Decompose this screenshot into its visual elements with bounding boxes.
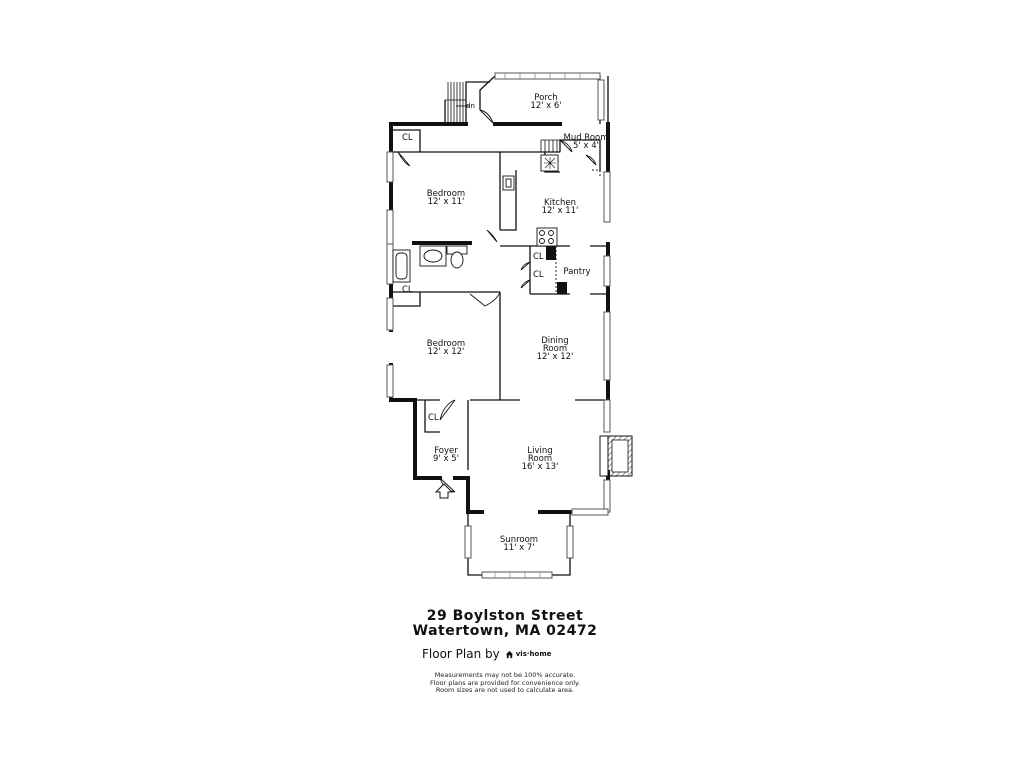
disclaimer-line-3: Room sizes are not used to calculate are…	[435, 686, 575, 694]
chimney-blocks	[546, 246, 567, 294]
room-bedroom2-size: 12' x 12'	[428, 347, 465, 357]
credit-text: Floor Plan by	[422, 647, 500, 661]
room-dining-size: 12' x 12'	[537, 352, 574, 362]
room-dining-name: Dining	[541, 336, 568, 346]
entry-arrow-icon	[434, 483, 454, 499]
room-kitchen-size: 12' x 11'	[542, 206, 579, 216]
room-bedroom1-name: Bedroom	[427, 189, 465, 199]
closet-label-2: CL	[402, 285, 413, 295]
room-mudroom-name: Mud Room	[563, 133, 608, 143]
room-porch-name: Porch	[534, 93, 557, 103]
disclaimer: Measurements may not be 100% accurate. F…	[0, 671, 1010, 695]
fireplace	[599, 435, 633, 477]
disclaimer-line-2: Floor plans are provided for convenience…	[430, 678, 580, 687]
room-dining-name2: Room	[543, 344, 567, 354]
bath-fixtures	[392, 245, 468, 283]
room-pantry-name: Pantry	[563, 267, 590, 277]
closet-label-1: CL	[402, 133, 413, 143]
room-sunroom-name: Sunroom	[500, 535, 538, 545]
address-line-2: Watertown, MA 02472	[412, 623, 598, 639]
room-foyer-size: 9' x 5'	[433, 454, 459, 464]
room-bedroom1-size: 12' x 11'	[428, 197, 465, 207]
stairs	[445, 82, 561, 153]
kitchen-fixtures	[502, 154, 559, 247]
stairs-down-label: dn	[466, 102, 475, 110]
room-living-size: 16' x 13'	[522, 462, 559, 472]
closet-label-5: CL	[533, 270, 544, 280]
room-foyer-name: Foyer	[434, 446, 458, 456]
windows	[386, 72, 611, 579]
floor-plan-credit: Floor Plan by vis·home	[422, 647, 551, 661]
room-bedroom2-name: Bedroom	[427, 339, 465, 349]
room-mudroom-size: 5' x 4'	[573, 141, 599, 151]
closet-label-3: CL	[428, 413, 439, 423]
brand-name: vis·home	[515, 650, 552, 658]
room-kitchen-name: Kitchen	[544, 198, 576, 208]
address-line-1: 29 Boylston Street	[426, 608, 584, 624]
house-icon	[505, 650, 513, 658]
brand-logo: vis·home	[505, 650, 552, 659]
door-swings	[397, 109, 597, 493]
disclaimer-line-1: Measurements may not be 100% accurate.	[434, 671, 576, 679]
room-sunroom-size: 11' x 7'	[503, 543, 534, 553]
closet-label-4: CL	[533, 252, 544, 262]
room-porch-size: 12' x 6'	[530, 101, 561, 111]
room-living-name: Living	[527, 446, 552, 456]
floor-plan: dn CL CL CL CL CL Porch 12' x 6' Mud	[386, 72, 633, 579]
room-living-name2: Room	[528, 454, 552, 464]
